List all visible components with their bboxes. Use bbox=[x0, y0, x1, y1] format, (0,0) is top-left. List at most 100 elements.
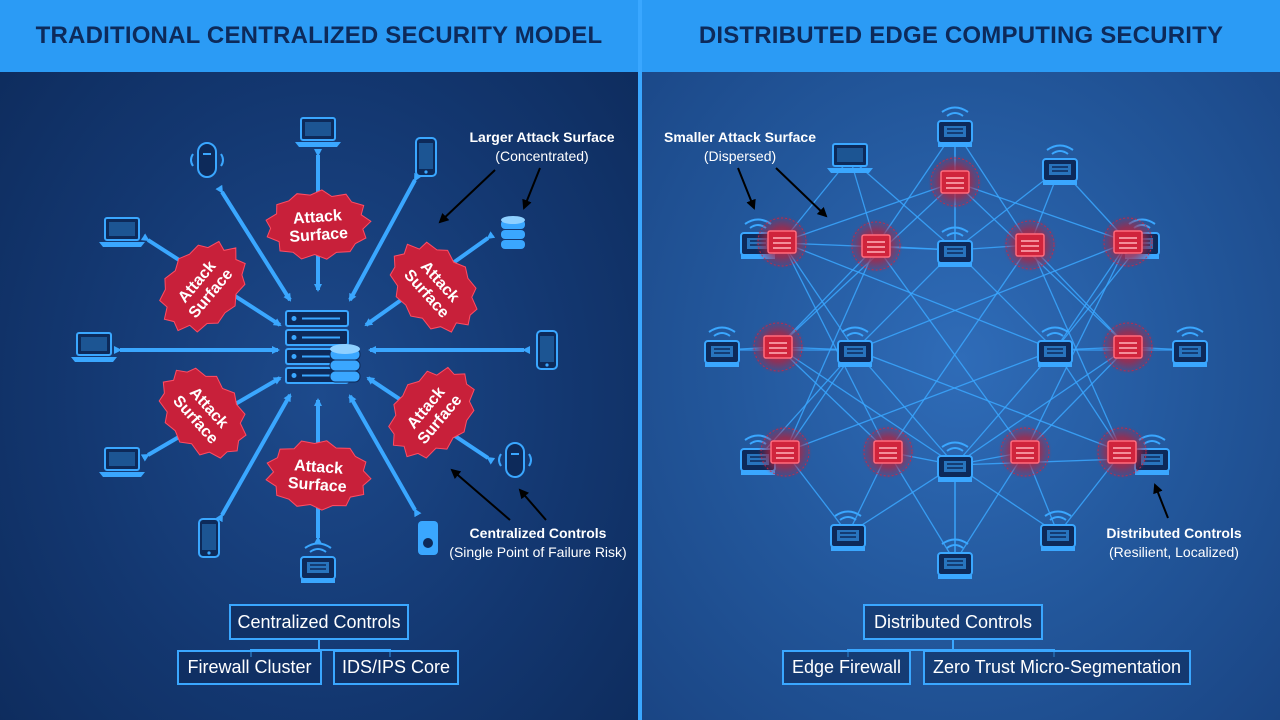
left-controls-callout-sub: (Single Point of Failure Risk) bbox=[449, 544, 627, 560]
smartphone-icon bbox=[536, 330, 558, 370]
edge-router-icon bbox=[1040, 510, 1076, 551]
callout-arrow bbox=[518, 488, 547, 521]
left-firewall-box: Firewall Cluster bbox=[177, 650, 322, 685]
right-attack-callout-title: Smaller Attack Surface bbox=[664, 129, 816, 145]
edge-node-attack-surface bbox=[751, 320, 805, 374]
edge-server-icon bbox=[861, 234, 891, 258]
mesh-link bbox=[1024, 241, 1129, 454]
edge-node-attack-surface bbox=[755, 215, 809, 269]
edge-server-icon bbox=[873, 440, 903, 464]
right-controls-callout: Distributed Controls (Resilient, Localiz… bbox=[1096, 524, 1252, 562]
edge-node-attack-surface bbox=[998, 425, 1052, 479]
edge-node-attack-surface bbox=[861, 425, 915, 479]
edge-router-icon bbox=[1042, 144, 1078, 185]
right-edge-firewall-box: Edge Firewall bbox=[782, 650, 911, 685]
right-edge-firewall-box-label: Edge Firewall bbox=[791, 657, 902, 677]
left-title: TRADITIONAL CENTRALIZED SECURITY MODEL bbox=[35, 22, 603, 49]
left-ids-box-label: IDS/IPS Core bbox=[341, 657, 451, 677]
mesh-link bbox=[781, 241, 889, 454]
mesh-link bbox=[853, 241, 1129, 352]
edge-server-icon bbox=[1010, 440, 1040, 464]
database-icon bbox=[501, 216, 525, 249]
right-controls-callout-title: Distributed Controls bbox=[1106, 525, 1242, 541]
smartphone-icon bbox=[415, 137, 437, 177]
edge-router-icon bbox=[937, 441, 973, 482]
laptop-icon bbox=[99, 447, 145, 477]
edge-router-icon bbox=[830, 510, 866, 551]
mesh-link bbox=[954, 181, 1130, 244]
mesh-link bbox=[784, 348, 1057, 453]
edge-router-icon bbox=[300, 542, 336, 583]
right-tree-stem bbox=[952, 639, 954, 650]
mesh-link bbox=[849, 157, 957, 252]
left-tree-stem bbox=[318, 639, 320, 650]
left-controls-callout-title: Centralized Controls bbox=[469, 525, 607, 541]
right-controls-callout-sub: (Resilient, Localized) bbox=[1109, 544, 1239, 560]
laptop-icon bbox=[295, 117, 341, 147]
central-database-icon bbox=[329, 344, 361, 383]
right-zero-trust-box: Zero Trust Micro-Segmentation bbox=[923, 650, 1191, 685]
mesh-link bbox=[781, 241, 1057, 352]
mesh-link bbox=[953, 167, 1061, 252]
edge-router-icon bbox=[937, 538, 973, 579]
edge-server-icon bbox=[940, 170, 970, 194]
edge-node-attack-surface bbox=[1003, 218, 1057, 272]
callout-arrow bbox=[522, 167, 541, 210]
iot-sensor-icon bbox=[498, 442, 532, 478]
attack-surface-burst: AttackSurface bbox=[388, 366, 475, 459]
callout-arrow bbox=[775, 167, 828, 218]
edge-node-attack-surface bbox=[1101, 320, 1155, 374]
left-attack-callout: Larger Attack Surface (Concentrated) bbox=[462, 128, 622, 166]
right-zero-trust-box-label: Zero Trust Micro-Segmentation bbox=[932, 657, 1182, 677]
edge-server-icon bbox=[767, 230, 797, 254]
callout-arrow bbox=[438, 169, 496, 224]
edge-node-attack-surface bbox=[1095, 425, 1149, 479]
right-header: DISTRIBUTED EDGE COMPUTING SECURITY bbox=[642, 0, 1280, 72]
mesh-link bbox=[853, 348, 956, 466]
attack-surface-burst: AttackSurface bbox=[389, 241, 478, 333]
edge-router-icon bbox=[937, 106, 973, 147]
edge-node-attack-surface bbox=[1101, 215, 1155, 269]
right-controls-box-label: Distributed Controls bbox=[873, 611, 1033, 632]
smartphone-icon bbox=[198, 518, 220, 558]
edge-server-icon bbox=[1015, 233, 1045, 257]
callout-arrow bbox=[450, 468, 511, 521]
right-controls-box: Distributed Controls bbox=[863, 604, 1043, 640]
left-spoke-arrow bbox=[348, 394, 422, 518]
edge-router-icon bbox=[937, 226, 973, 267]
mesh-link bbox=[780, 181, 956, 244]
edge-server-icon bbox=[763, 335, 793, 359]
edge-node-attack-surface bbox=[849, 219, 903, 273]
edge-node-attack-surface bbox=[758, 425, 812, 479]
left-controls-box: Centralized Controls bbox=[229, 604, 409, 640]
right-attack-callout-sub: (Dispersed) bbox=[703, 148, 777, 164]
left-ids-box: IDS/IPS Core bbox=[333, 650, 459, 685]
edge-router-icon bbox=[1037, 326, 1073, 367]
right-attack-callout: Smaller Attack Surface (Dispersed) bbox=[650, 128, 830, 166]
edge-server-icon bbox=[770, 440, 800, 464]
left-spoke-arrow bbox=[215, 393, 292, 523]
mesh-link bbox=[953, 346, 1129, 467]
callout-arrow bbox=[1153, 483, 1169, 519]
edge-node-attack-surface bbox=[928, 155, 982, 209]
edge-server-icon bbox=[1107, 440, 1137, 464]
panel-divider bbox=[638, 0, 642, 720]
edge-server-icon bbox=[1113, 230, 1143, 254]
mesh-link bbox=[777, 346, 957, 467]
right-title: DISTRIBUTED EDGE COMPUTING SECURITY bbox=[698, 22, 1224, 49]
attack-surface-burst: AttackSurface bbox=[265, 440, 372, 511]
left-controls-callout: Centralized Controls (Single Point of Fa… bbox=[440, 524, 636, 562]
mesh-link bbox=[847, 463, 957, 535]
mesh-link bbox=[875, 245, 1027, 454]
laptop-icon bbox=[827, 143, 873, 173]
mesh-link bbox=[783, 245, 877, 454]
edge-router-icon bbox=[1172, 326, 1208, 367]
iot-sensor-icon bbox=[190, 142, 224, 178]
edge-router-icon bbox=[837, 326, 873, 367]
left-controls-box-label: Centralized Controls bbox=[237, 611, 401, 632]
attack-surface-label: AttackSurface bbox=[287, 457, 348, 496]
edge-server-icon bbox=[1113, 335, 1143, 359]
security-camera-icon bbox=[418, 521, 438, 555]
